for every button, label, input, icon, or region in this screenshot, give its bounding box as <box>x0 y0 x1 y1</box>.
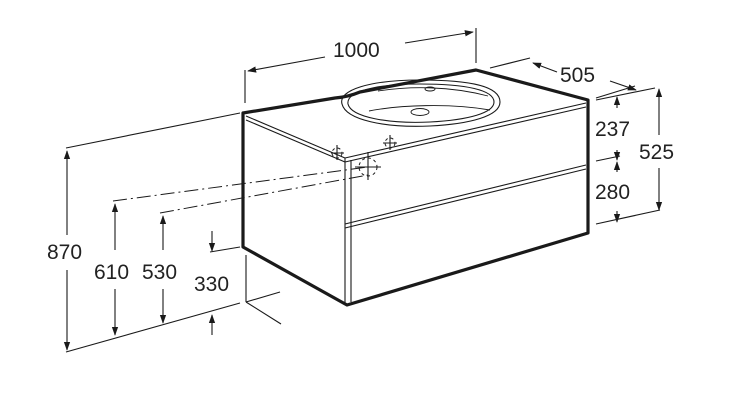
basin-drain-icon <box>410 108 430 116</box>
dim-depth: 505 <box>489 57 637 99</box>
depth-label: 505 <box>560 64 595 87</box>
basin <box>341 79 501 127</box>
lower-drawer-height-label: 280 <box>595 181 630 204</box>
crosshair-icon-corner-cross <box>331 145 344 160</box>
bottom-reference-line <box>209 246 241 253</box>
basin-outer-rim <box>341 79 501 127</box>
basin-tap-hole-icon <box>424 86 436 92</box>
cabinet-outline <box>241 68 590 307</box>
width-label: 1000 <box>333 39 380 62</box>
extension-line-top-right <box>595 87 656 101</box>
wall-corner-right <box>245 291 281 303</box>
drain-height-upper-label: 610 <box>94 261 129 284</box>
total-height-label: 525 <box>639 141 674 164</box>
drain-height-lower-label: 530 <box>142 261 177 284</box>
top-height-label: 870 <box>47 241 82 264</box>
basin-bowl-upper <box>377 87 489 97</box>
extension-line-bottom-right <box>595 209 661 225</box>
wall-corner-diag <box>245 301 282 325</box>
countertop-front-edge-2 <box>344 106 587 163</box>
top-reference-line <box>65 112 241 149</box>
dim-left-heights: 870 610 530 330 <box>47 112 369 353</box>
cabinet <box>241 68 590 307</box>
drawer-split-line-2 <box>344 168 587 229</box>
crosshair-icon-small-cross <box>383 135 397 150</box>
basin-bowl-lower <box>368 105 491 112</box>
countertop-front-edge <box>344 102 587 159</box>
dim-width: 1000 <box>244 28 477 103</box>
extension-line-mid-right <box>595 155 621 162</box>
drawer-split-line <box>344 164 587 225</box>
bottom-height-label: 330 <box>194 273 229 296</box>
dim-right-heights: 237 280 525 <box>595 87 674 225</box>
depth-arrow-front <box>609 80 637 91</box>
drain-line-530 <box>159 174 369 214</box>
upper-drawer-height-label: 237 <box>595 118 630 141</box>
extension-line-depth-back <box>489 57 531 69</box>
countertop-left-edge <box>245 115 346 159</box>
floor-line <box>65 302 241 353</box>
drain-line-610 <box>112 166 369 202</box>
countertop-left-edge-2 <box>245 119 346 163</box>
dimension-arrow-left <box>247 56 326 73</box>
depth-arrow-back <box>532 62 558 73</box>
basin-inner-rim <box>347 83 495 123</box>
dimension-arrow-right <box>404 30 474 44</box>
